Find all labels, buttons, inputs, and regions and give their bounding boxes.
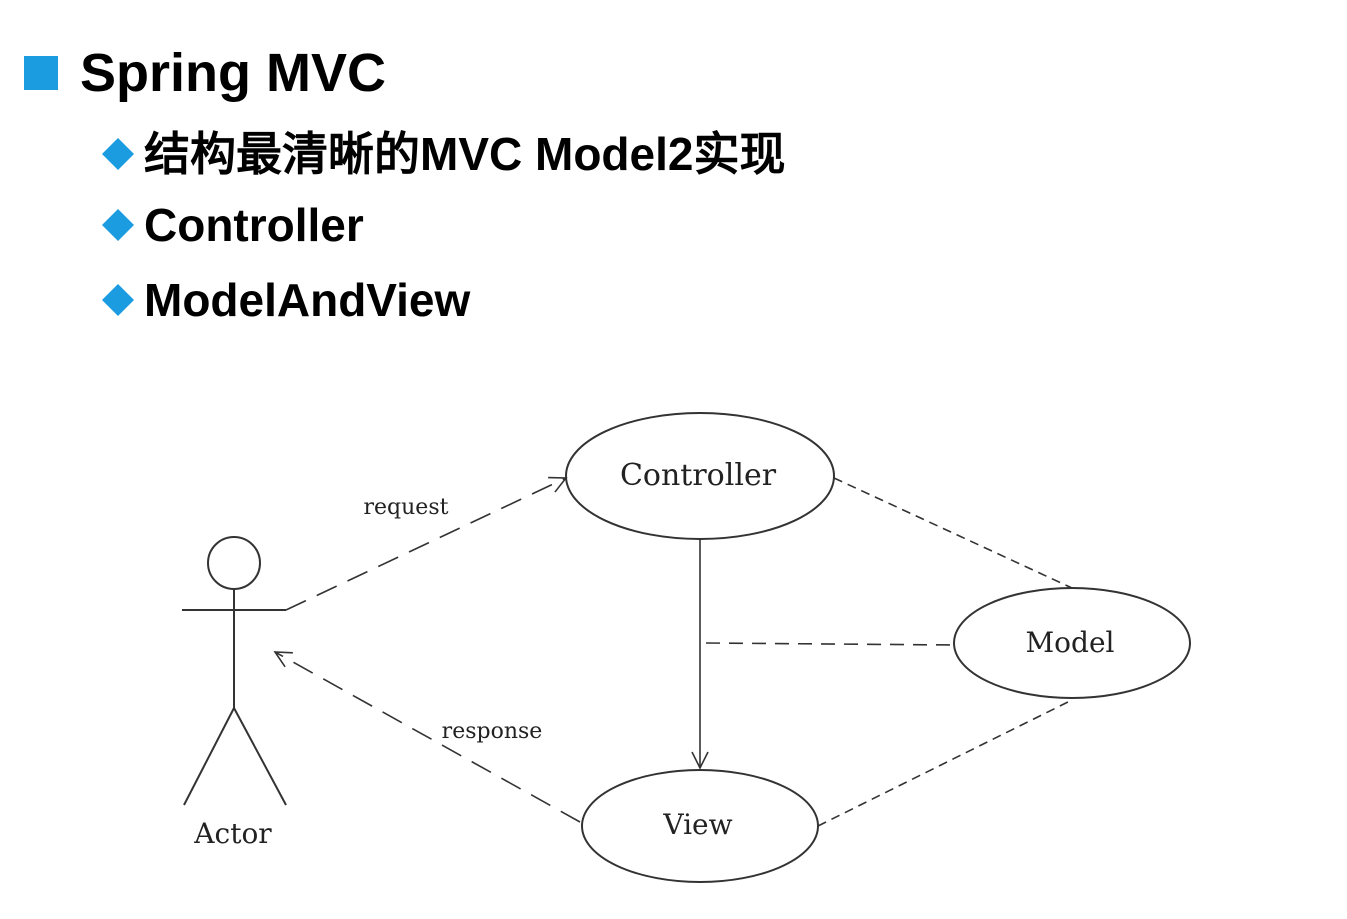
diamond-bullet-icon: [102, 209, 134, 241]
bullet-item: Controller: [102, 195, 364, 255]
controller-model-edge: [833, 477, 1073, 589]
controller-view-model-edge: [705, 642, 955, 646]
controller-node-label: Controller: [620, 458, 777, 493]
slide-title: Spring MVC: [80, 43, 386, 103]
bullet-label: 结构最清晰的MVC Model2实现: [144, 128, 786, 180]
slide-heading: Spring MVC: [24, 40, 386, 106]
model-node-label: Model: [1026, 626, 1115, 659]
actor-right-leg: [233, 707, 287, 806]
bullet-item: ModelAndView: [102, 270, 470, 330]
bullet-label: Controller: [144, 199, 364, 251]
request-edge: [285, 476, 568, 611]
diamond-bullet-icon: [102, 284, 134, 316]
square-bullet-icon: [24, 56, 58, 90]
diamond-bullet-icon: [102, 138, 134, 170]
bullet-label: ModelAndView: [144, 274, 471, 326]
response-edge: [273, 651, 581, 823]
actor-head: [207, 536, 261, 590]
response-edge-label: response: [442, 719, 543, 744]
actor-left-leg: [183, 707, 235, 806]
view-node-label: View: [662, 808, 732, 841]
request-edge-label: request: [364, 495, 449, 520]
bullet-item: 结构最清晰的MVC Model2实现: [102, 124, 785, 184]
view-model-edge: [817, 699, 1073, 827]
actor-label: Actor: [193, 817, 272, 850]
actor-figure: [182, 536, 287, 806]
